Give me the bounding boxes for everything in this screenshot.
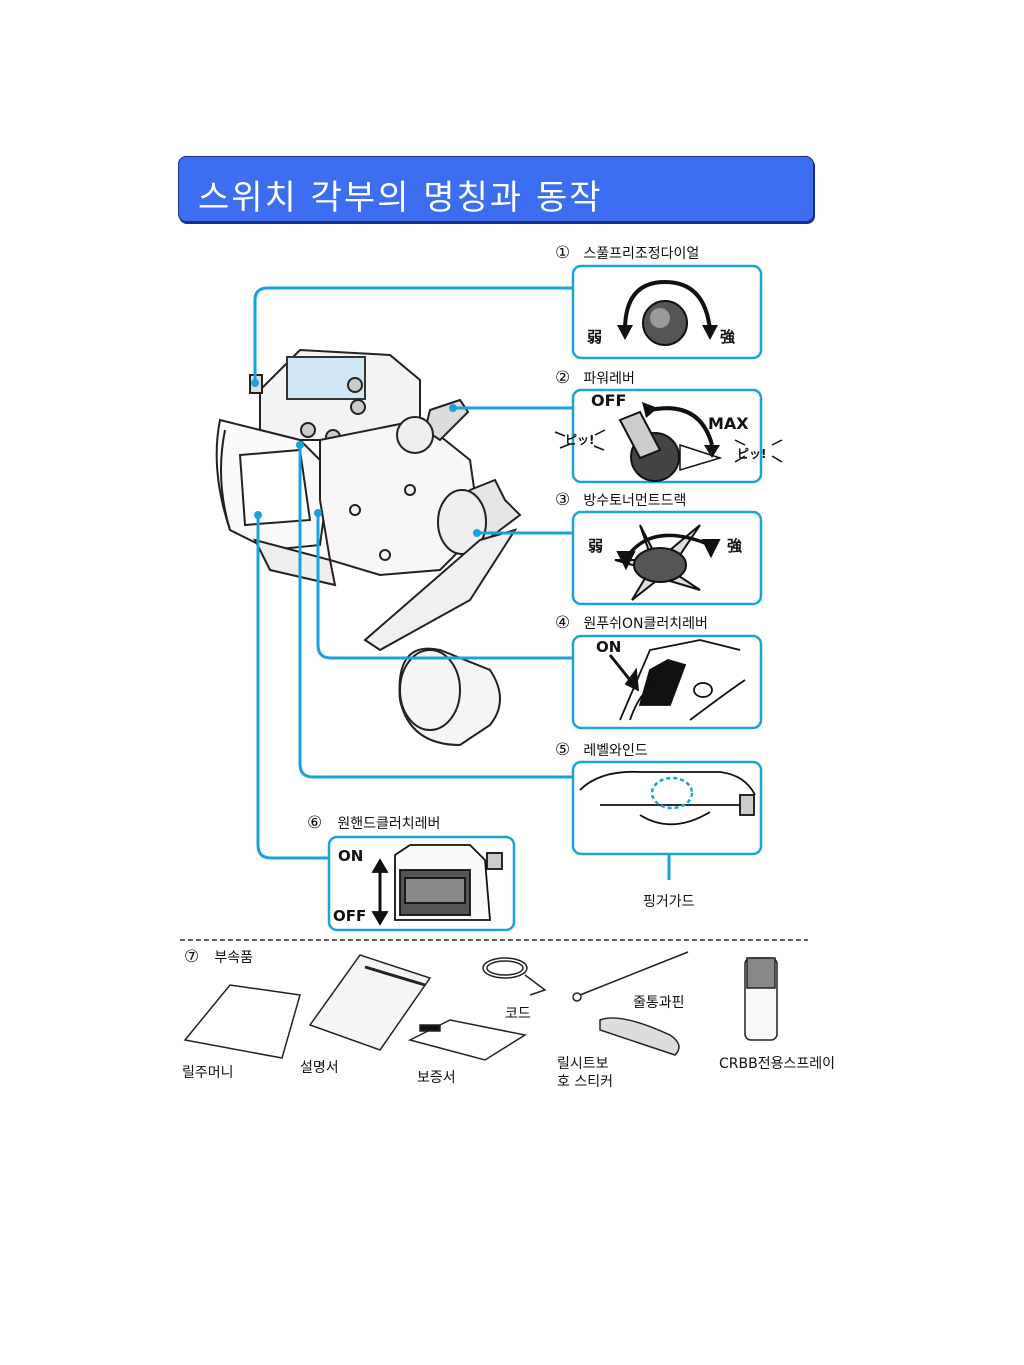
panel1-strong-mark: 強 bbox=[720, 328, 736, 346]
page-title: 스위치 각부의 명칭과 동작 bbox=[198, 178, 603, 218]
title-banner bbox=[178, 156, 814, 222]
power-lever-illustration bbox=[554, 402, 783, 482]
accessory-cord-label: 코드 bbox=[505, 1006, 531, 1022]
part-1-label: ① 스풀프리조정다이얼 bbox=[555, 243, 700, 263]
accessory-warranty-label: 보증서 bbox=[417, 1070, 456, 1086]
drag-illustration bbox=[614, 524, 721, 601]
panel6-on-label: ON bbox=[338, 847, 364, 865]
accessory-pouch-label: 릴주머니 bbox=[182, 1065, 234, 1081]
part-3-label: ③ 방수토너먼트드랙 bbox=[555, 490, 687, 510]
panel2-max-label: MAX bbox=[708, 414, 749, 433]
part-7-label: ⑦ 부속품 bbox=[184, 947, 253, 967]
accessory-manual-label: 설명서 bbox=[300, 1060, 339, 1076]
panel2-off-label: OFF bbox=[591, 391, 627, 410]
accessory-sticker-label: 릴시트보 호 스티커 bbox=[557, 1056, 613, 1090]
level-wind-illustration bbox=[579, 770, 756, 826]
panel3-strong-mark: 強 bbox=[727, 537, 743, 555]
panel2-beep-left: ピッ! bbox=[565, 433, 595, 447]
part-6-label: ⑥ 원핸드클러치레버 bbox=[307, 813, 441, 833]
panel3-weak-mark: 弱 bbox=[588, 537, 604, 555]
reel-illustration bbox=[215, 348, 522, 747]
finger-guard-label: 핑거가드 bbox=[643, 894, 695, 910]
accessory-spray-label: CRBB전용스프레이 bbox=[719, 1056, 835, 1072]
panel6-off-label: OFF bbox=[333, 907, 367, 925]
part-4-label: ④ 원푸쉬ON클러치레버 bbox=[555, 613, 708, 633]
part-5-label: ⑤ 레벨와인드 bbox=[555, 740, 648, 760]
panel1-weak-mark: 弱 bbox=[587, 328, 603, 346]
spool-dial-illustration bbox=[617, 279, 718, 346]
one-hand-clutch-illustration bbox=[371, 844, 503, 926]
accessories-illustration bbox=[183, 951, 778, 1061]
accessory-pin-label: 줄통과핀 bbox=[633, 995, 685, 1011]
panel2-beep-right: ピッ! bbox=[737, 447, 767, 461]
panel4-on-label: ON bbox=[596, 638, 622, 656]
part-2-label: ② 파워레버 bbox=[555, 368, 635, 388]
leader-lines bbox=[253, 286, 671, 880]
clutch-illustration bbox=[608, 639, 746, 721]
